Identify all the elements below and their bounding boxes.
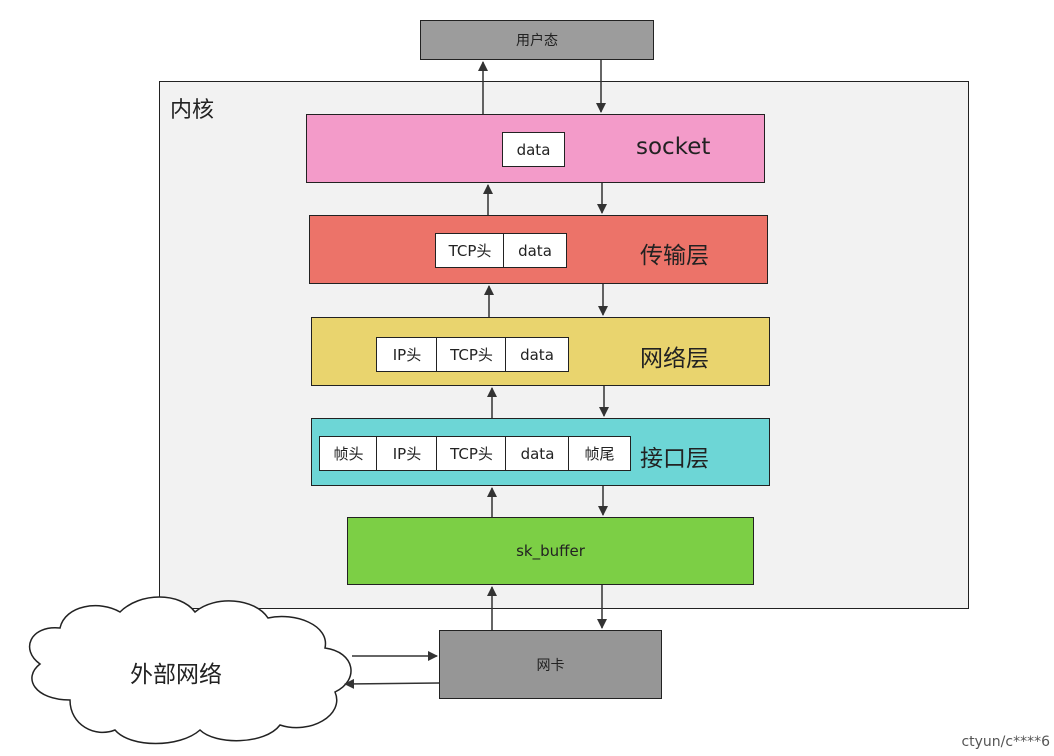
socket-data-cell: data bbox=[502, 132, 565, 167]
transport-tcp-header-cell: TCP头 bbox=[435, 233, 505, 268]
link-frame-header-cell: 帧头 bbox=[319, 436, 378, 471]
network-tcp-header-cell: TCP头 bbox=[436, 337, 507, 372]
nic-label: 网卡 bbox=[536, 657, 565, 674]
link-tcp-header-cell: TCP头 bbox=[436, 436, 507, 471]
user-space-box: 用户态 bbox=[420, 20, 654, 60]
watermark: ctyun/c****6 bbox=[961, 734, 1050, 750]
user-space-label: 用户态 bbox=[516, 33, 558, 49]
transport-layer-label: 传输层 bbox=[640, 243, 709, 269]
transport-layer: TCP头 data 传输层 bbox=[309, 215, 768, 284]
external-network-label: 外部网络 bbox=[130, 662, 222, 688]
transport-data-cell: data bbox=[503, 233, 567, 268]
link-frame-trailer-cell: 帧尾 bbox=[568, 436, 631, 471]
network-data-cell: data bbox=[505, 337, 569, 372]
link-data-cell: data bbox=[505, 436, 570, 471]
external-network-cloud bbox=[29, 596, 352, 745]
network-ip-header-cell: IP头 bbox=[376, 337, 438, 372]
link-layer: 帧头 IP头 TCP头 data 帧尾 接口层 bbox=[311, 418, 770, 486]
link-ip-header-cell: IP头 bbox=[376, 436, 438, 471]
network-layer: IP头 TCP头 data 网络层 bbox=[311, 317, 770, 386]
arrow-nic-to-cloud bbox=[344, 678, 440, 689]
sk-buffer-box: sk_buffer bbox=[347, 517, 754, 585]
link-layer-label: 接口层 bbox=[640, 446, 709, 472]
sk-buffer-label: sk_buffer bbox=[516, 542, 585, 560]
socket-layer-label: socket bbox=[636, 134, 711, 160]
nic-box: 网卡 bbox=[439, 630, 662, 699]
socket-layer: data socket bbox=[306, 114, 765, 183]
network-layer-label: 网络层 bbox=[640, 346, 709, 372]
kernel-label: 内核 bbox=[170, 98, 215, 123]
